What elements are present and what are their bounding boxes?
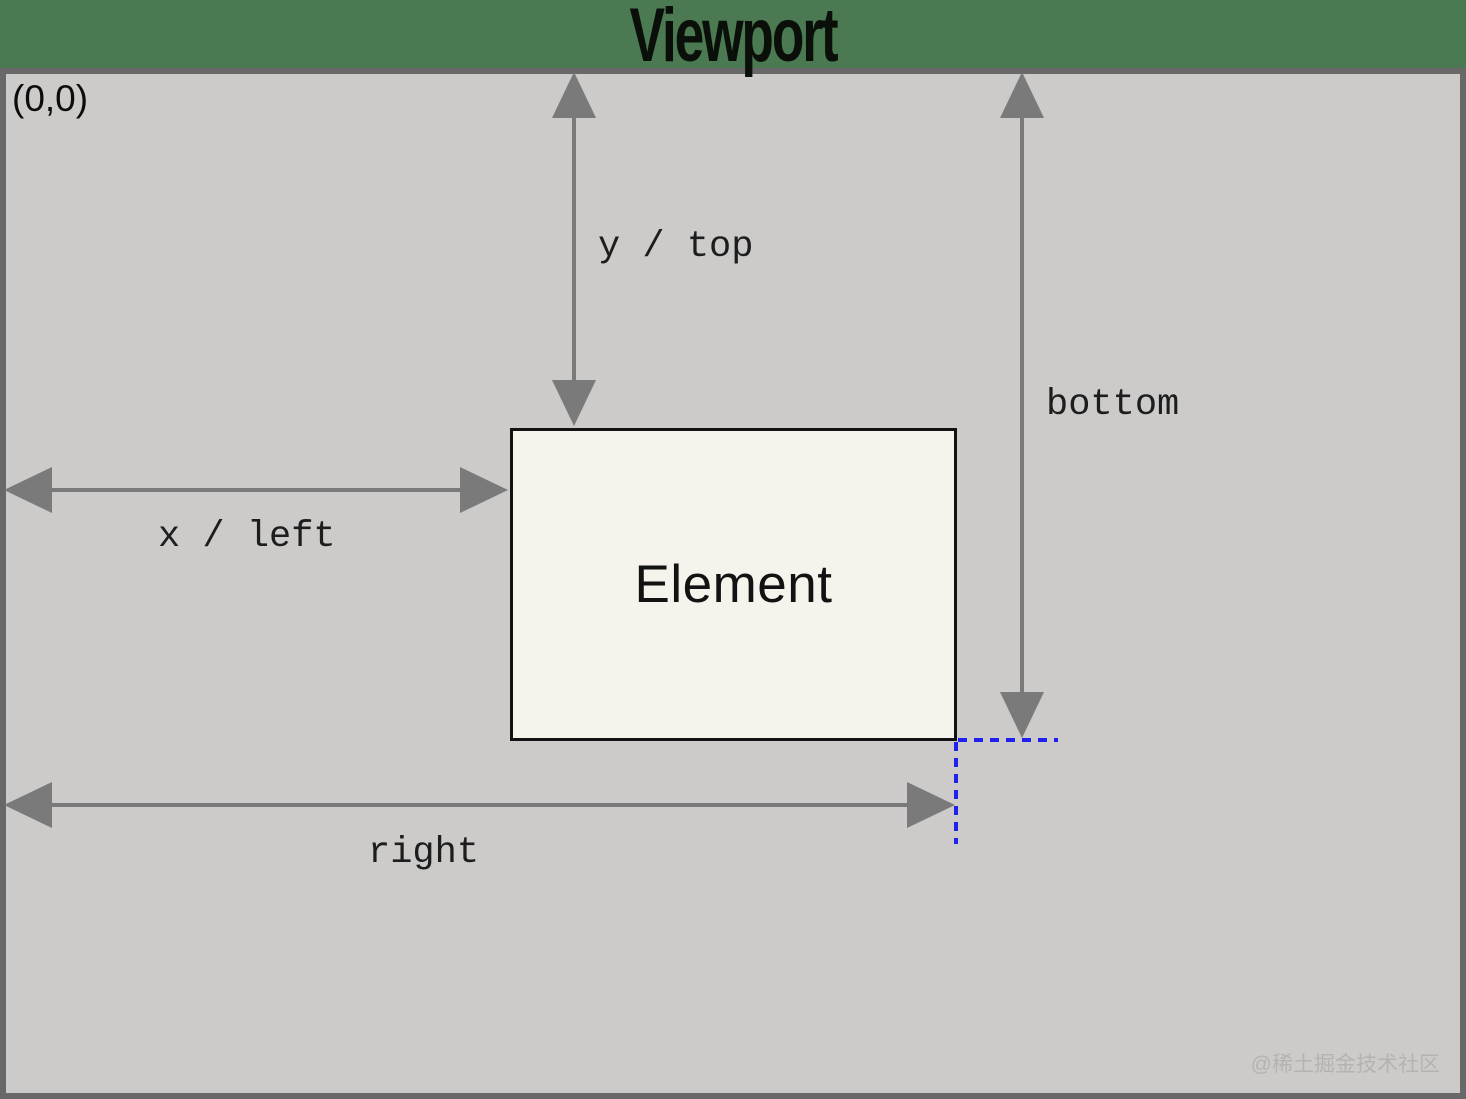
watermark-text: @稀土掘金技术社区 <box>1250 1053 1440 1076</box>
right-label: right <box>368 832 480 874</box>
diagram-title: Viewport <box>629 0 839 78</box>
y-top-label: y / top <box>598 226 754 268</box>
element-box: Element <box>510 428 957 741</box>
element-label: Element <box>634 555 833 614</box>
bottom-label: bottom <box>1046 384 1180 426</box>
origin-coordinate-label: (0,0) <box>12 78 89 119</box>
x-left-label: x / left <box>158 516 336 558</box>
